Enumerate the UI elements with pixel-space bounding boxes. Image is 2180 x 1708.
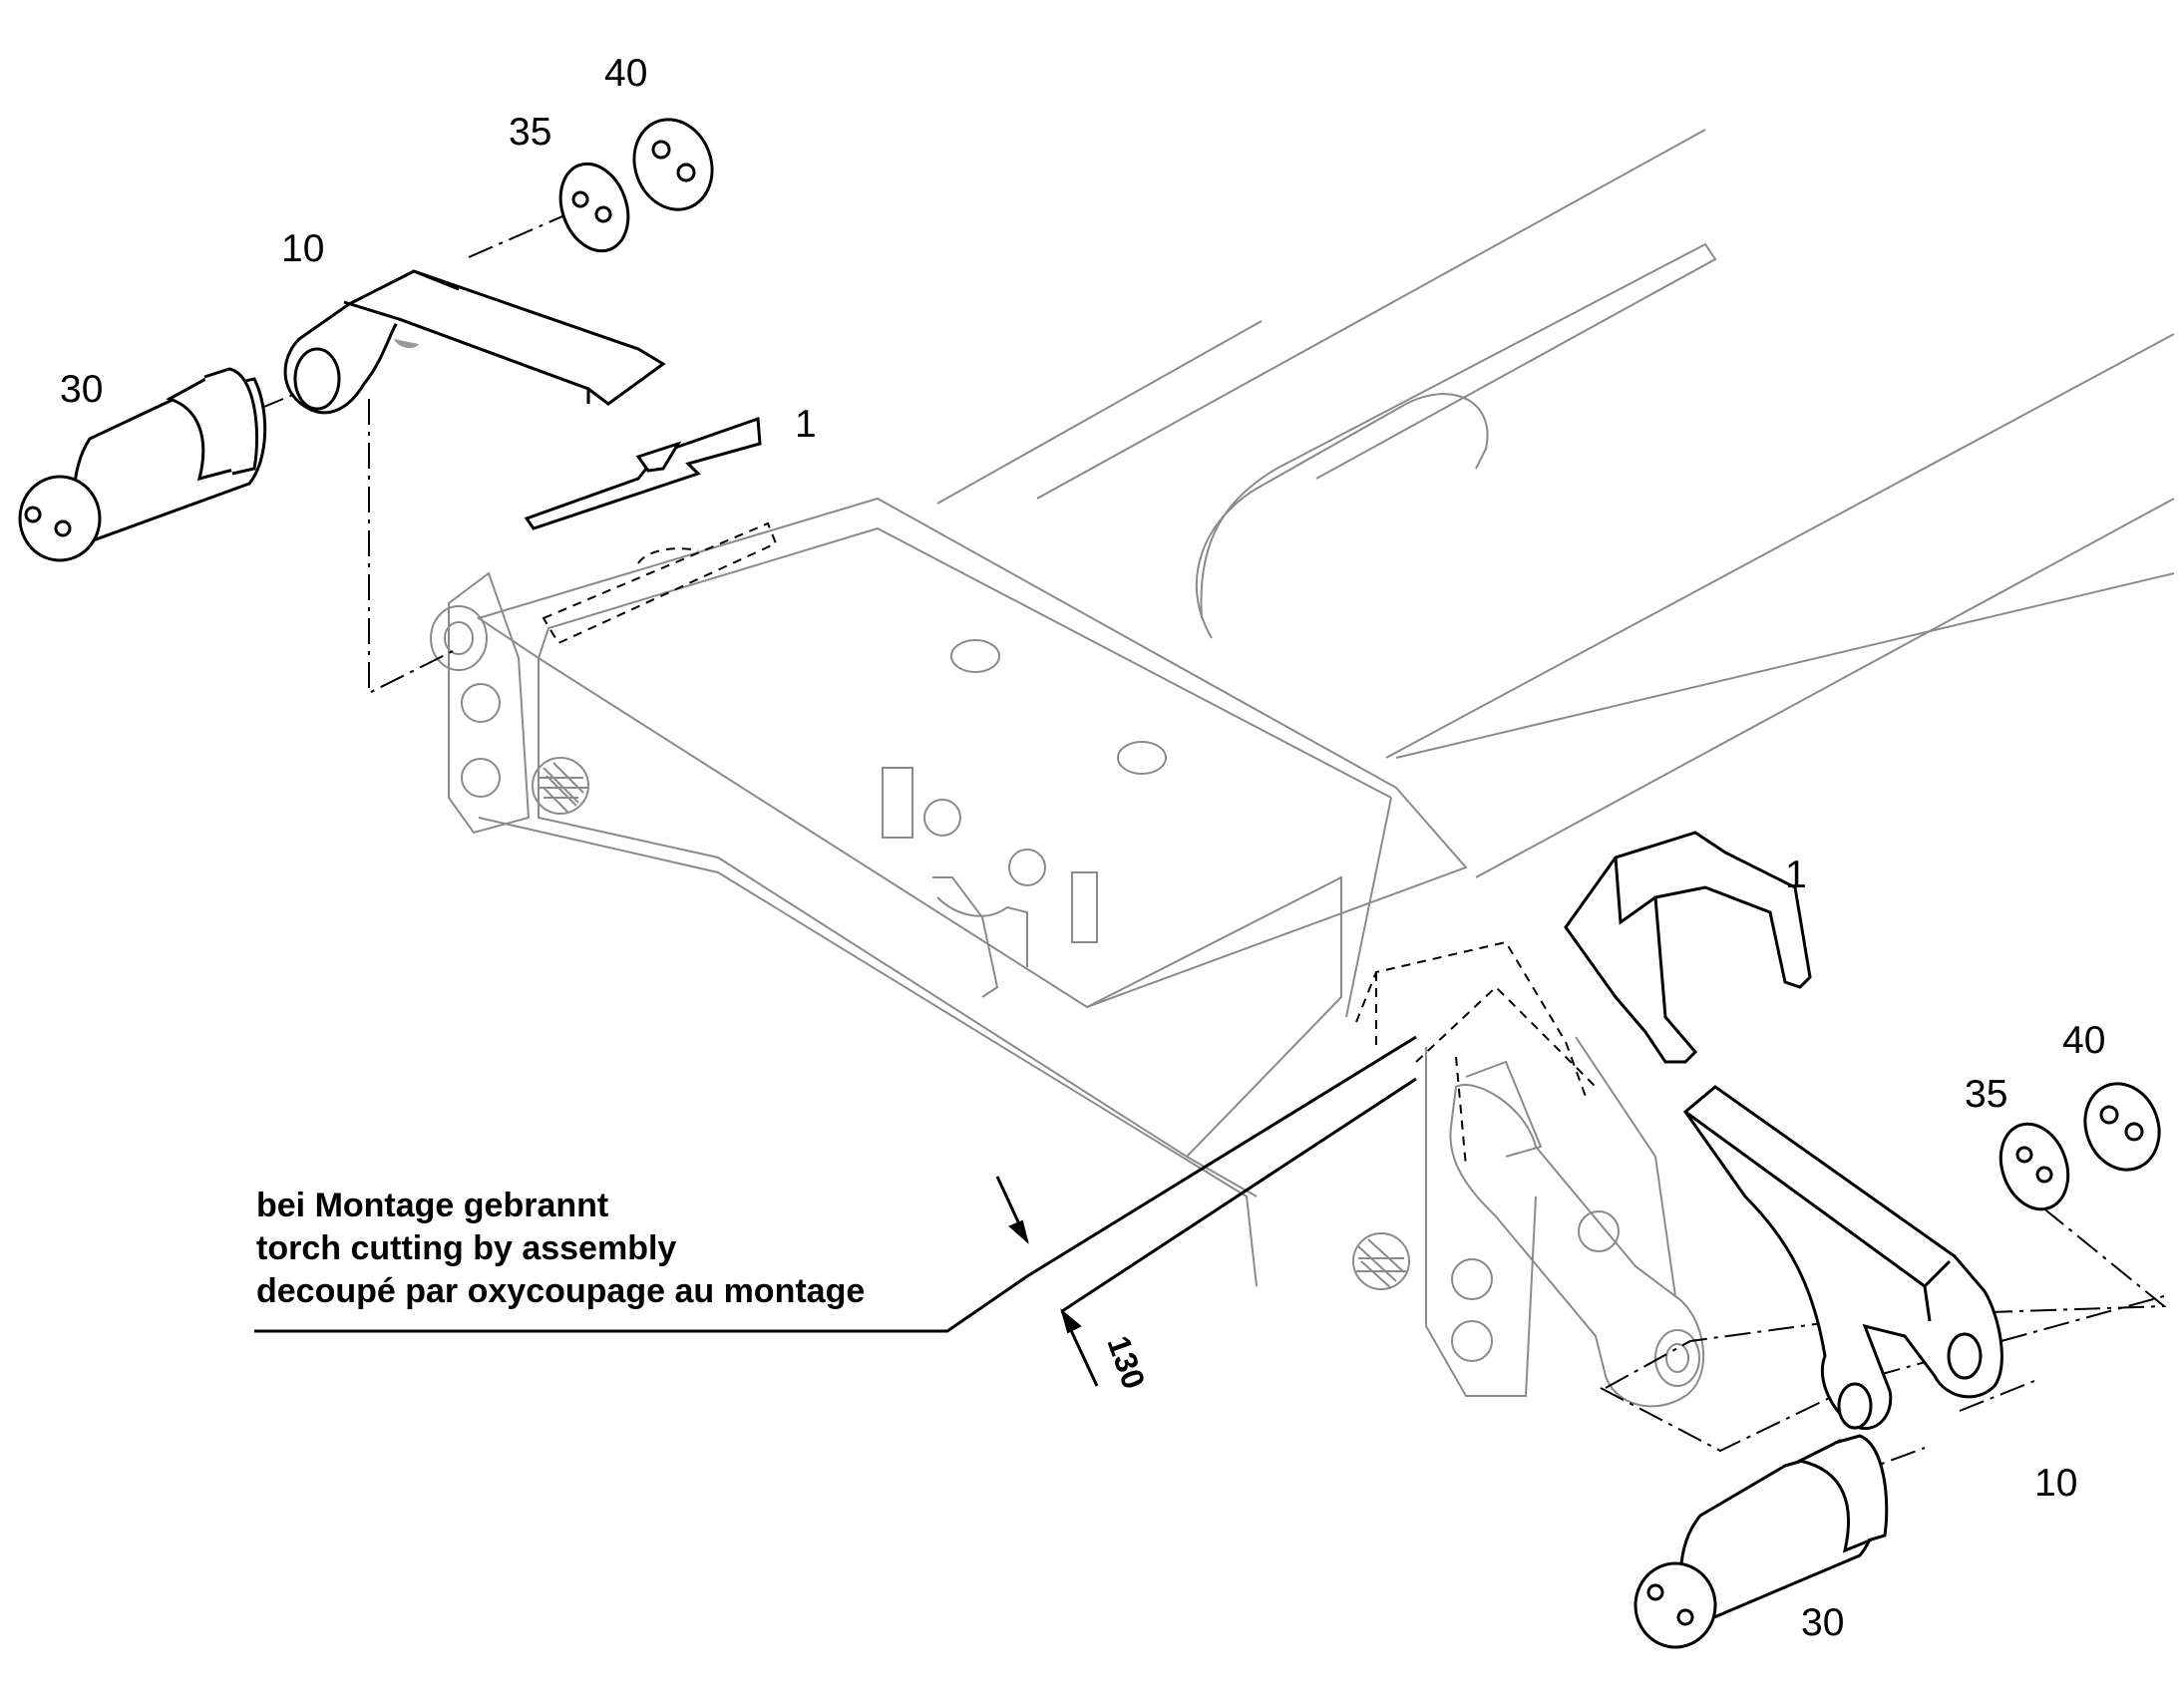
callout-1-top: 1	[795, 403, 817, 446]
bottom-right-exploded-group	[1564, 831, 2161, 1649]
washer-35-top	[558, 162, 630, 253]
bracket-10-top	[283, 269, 666, 415]
note-leader	[254, 1035, 1417, 1333]
top-left-exploded-group	[18, 118, 762, 562]
washer-40-top	[632, 118, 714, 211]
note-line-en: torch cutting by assembly	[256, 1229, 676, 1267]
pin-30-bottom	[1634, 1434, 1889, 1649]
callout-35-bottom: 35	[1965, 1073, 2007, 1116]
pin-30-top	[18, 367, 267, 562]
note-line-de: bei Montage gebrannt	[256, 1187, 608, 1224]
callout-40-bottom: 40	[2062, 1019, 2105, 1062]
dimension-value: 130	[1100, 1331, 1152, 1393]
callout-30-top: 30	[60, 368, 103, 411]
boom-frame	[430, 129, 2175, 1408]
callout-10-top: 10	[281, 227, 324, 270]
note-line-fr: decoupé par oxycoupage au montage	[256, 1272, 865, 1310]
assembly-note: bei Montage gebrannt torch cutting by as…	[256, 1187, 865, 1310]
washer-40-bottom	[2083, 1082, 2161, 1172]
callout-40-top: 40	[604, 52, 647, 95]
callout-labels: 40 35 10 30 1 1 40 35 10 30	[60, 52, 2105, 1644]
washer-35-bottom	[1998, 1122, 2070, 1211]
hidden-stop-outlines	[542, 521, 1597, 1168]
stop-wedge-1-top	[524, 416, 762, 530]
callout-10-bottom: 10	[2034, 1462, 2077, 1505]
callout-1-bottom: 1	[1785, 854, 1807, 896]
dimension-130: 130	[995, 1176, 1153, 1394]
callout-30-bottom: 30	[1801, 1601, 1844, 1644]
bracket-10-bottom	[1682, 1085, 2003, 1430]
callout-35-top: 35	[509, 111, 551, 154]
fork-stop-1-bottom	[1564, 831, 1812, 1064]
